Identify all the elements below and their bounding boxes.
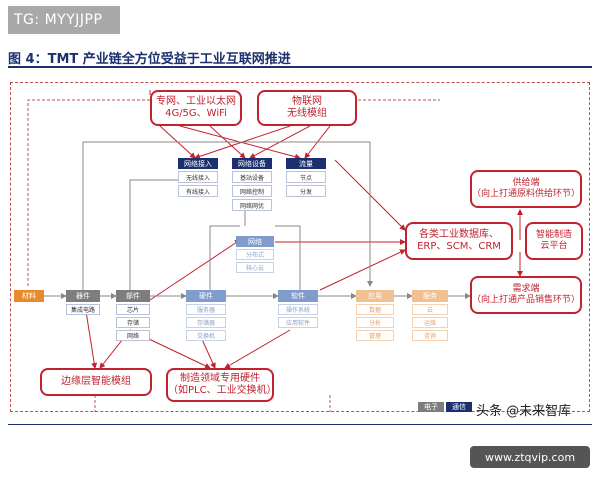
network-equipment-item: 网络网优 bbox=[232, 199, 272, 211]
demand-line-2: （向上打通产品销售环节） bbox=[472, 295, 581, 305]
smart-line-2: 云平台 bbox=[540, 241, 568, 251]
chain-header-software: 软件 bbox=[278, 290, 318, 302]
chain-item: 云 bbox=[412, 304, 448, 315]
traffic-item: 节点 bbox=[286, 171, 326, 183]
network-equipment-header: 网络设备 bbox=[232, 158, 272, 169]
iot-line-1: 物联网 bbox=[292, 95, 322, 107]
chain-header-materials: 材料 bbox=[14, 290, 44, 302]
network-equipment-item: 基站设备 bbox=[232, 171, 272, 183]
network-access-header: 网络接入 bbox=[178, 158, 218, 169]
chain-item: 服务器 bbox=[186, 304, 226, 315]
demand-side-box: 需求端 （向上打通产品销售环节） bbox=[470, 276, 582, 314]
network-access-item: 无线接入 bbox=[178, 171, 218, 183]
chain-item: 集成电路 bbox=[66, 304, 100, 315]
edge-module-label: 边缘层智能模组 bbox=[61, 375, 131, 387]
source-watermark: 头条 @未来智库 bbox=[476, 404, 572, 419]
supply-line-2: （向上打通原料供给环节） bbox=[472, 189, 581, 199]
chain-item: 操作系统 bbox=[278, 304, 318, 315]
supply-line-1: 供给端 bbox=[512, 177, 540, 188]
chain-item: 存储器 bbox=[186, 317, 226, 328]
chain-header-devices: 器件 bbox=[66, 290, 100, 302]
erp-line-1: 各类工业数据库、 bbox=[419, 228, 499, 240]
cloud-network-item: 核心云 bbox=[236, 262, 274, 273]
chain-item: 交换机 bbox=[186, 330, 226, 341]
special-hardware-box: 制造领域专用硬件 （如PLC、工业交换机） bbox=[166, 368, 277, 402]
hardware-line-1: 制造领域专用硬件 bbox=[180, 372, 260, 384]
supply-side-box: 供给端 （向上打通原料供给环节） bbox=[470, 170, 582, 208]
chain-item: 分析 bbox=[356, 317, 394, 328]
chain-header-application: 应用 bbox=[356, 290, 394, 302]
iot-box: 物联网 无线模组 bbox=[257, 90, 357, 126]
legend-communications: 通信 bbox=[446, 402, 472, 412]
title-rule bbox=[8, 66, 592, 68]
chain-item: 应用软件 bbox=[278, 317, 318, 328]
network-types-line-1: 专网、工业以太网 bbox=[156, 95, 236, 107]
industrial-database-box: 各类工业数据库、 ERP、SCM、CRM bbox=[405, 222, 513, 260]
traffic-item: 分发 bbox=[286, 185, 326, 197]
smart-line-1: 智能制造 bbox=[535, 229, 572, 240]
cloud-network-header: 网络 bbox=[236, 236, 274, 247]
hardware-line-2: （如PLC、工业交换机） bbox=[168, 385, 277, 396]
chain-header-service: 服务 bbox=[412, 290, 448, 302]
erp-line-2: ERP、SCM、CRM bbox=[417, 241, 501, 252]
watermark-tag: TG: MYYJJPP bbox=[8, 6, 120, 34]
edge-module-box: 边缘层智能模组 bbox=[40, 368, 152, 396]
chain-item: 数据 bbox=[356, 304, 394, 315]
dashed-frame bbox=[10, 82, 590, 412]
chain-item: 运维 bbox=[412, 317, 448, 328]
chain-item: 管理 bbox=[356, 330, 394, 341]
network-access-item: 有线接入 bbox=[178, 185, 218, 197]
chain-item: 网络 bbox=[116, 330, 150, 341]
bottom-rule bbox=[8, 424, 592, 425]
legend-electronics: 电子 bbox=[418, 402, 444, 412]
chain-item: 存储 bbox=[116, 317, 150, 328]
iot-line-2: 无线模组 bbox=[287, 108, 327, 119]
smart-manufacturing-box: 智能制造 云平台 bbox=[525, 222, 583, 260]
chain-item: 芯片 bbox=[116, 304, 150, 315]
demand-line-1: 需求端 bbox=[512, 283, 540, 294]
chain-item: 咨询 bbox=[412, 330, 448, 341]
traffic-header: 流量 bbox=[286, 158, 326, 169]
chain-header-hardware: 硬件 bbox=[186, 290, 226, 302]
network-equipment-item: 网络控制 bbox=[232, 185, 272, 197]
network-types-line-2: 4G/5G、WiFi bbox=[165, 108, 227, 119]
site-url-badge: www.ztqvip.com bbox=[470, 446, 590, 468]
network-types-box: 专网、工业以太网 4G/5G、WiFi bbox=[150, 90, 242, 126]
cloud-network-item: 分布式 bbox=[236, 249, 274, 260]
chain-header-parts: 部件 bbox=[116, 290, 150, 302]
figure-title: 图 4：TMT 产业链全方位受益于工业互联网推进 bbox=[8, 52, 291, 67]
